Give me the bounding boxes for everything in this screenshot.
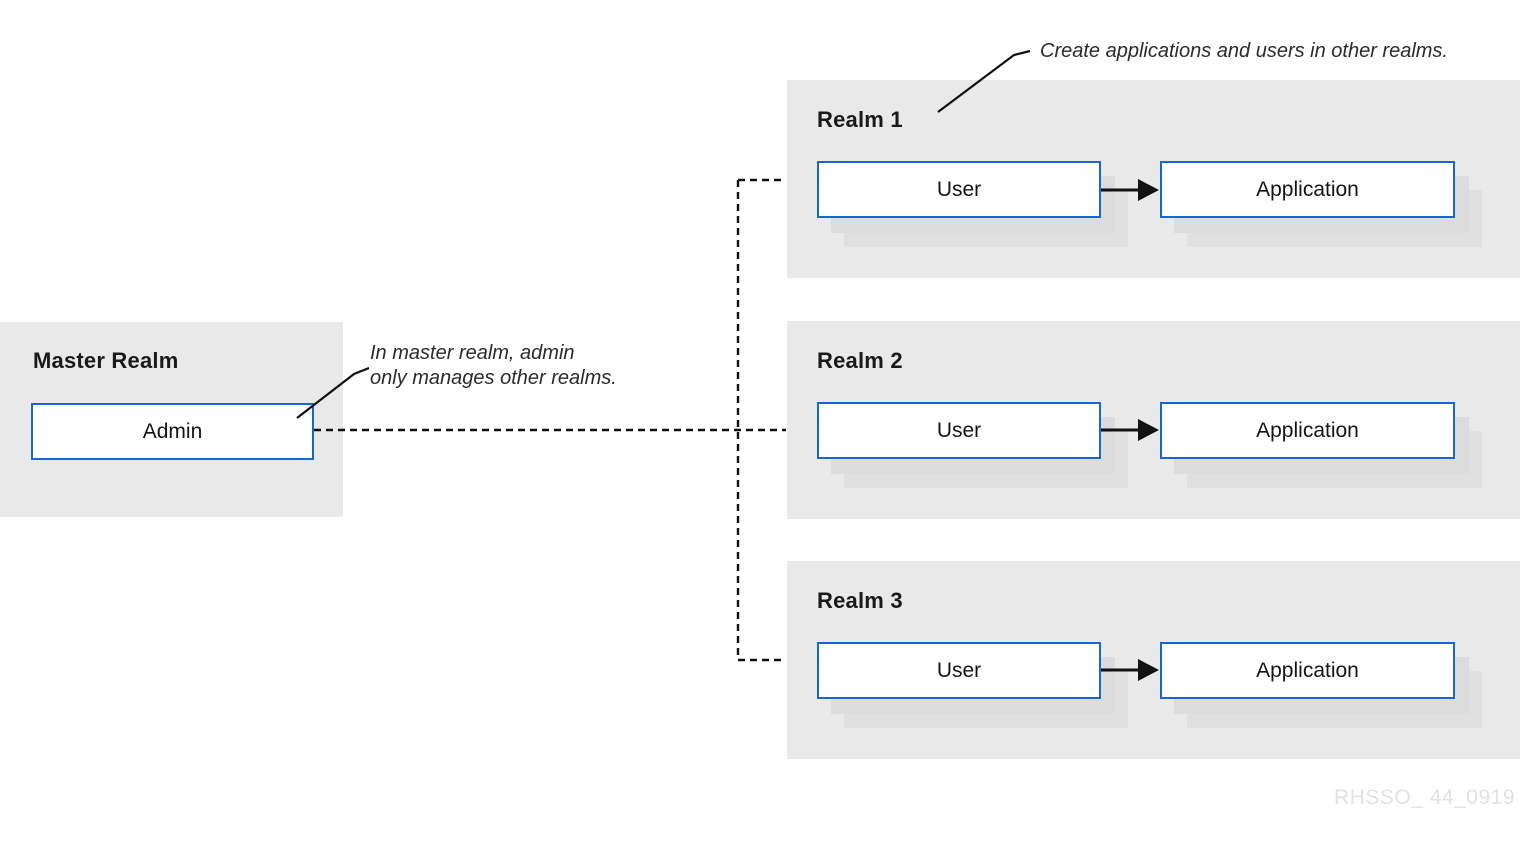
application-box-label: Application — [1256, 418, 1359, 442]
realm-1-user-box: User — [817, 161, 1101, 218]
dashed-connector-lines — [314, 178, 786, 662]
realm-2-panel: Realm 2 User Application — [787, 321, 1520, 519]
realm-2-title: Realm 2 — [817, 348, 903, 373]
master-annotation-line2: only manages other realms. — [370, 367, 617, 389]
realm-2-user-box: User — [817, 402, 1101, 459]
realm-1-title: Realm 1 — [817, 107, 903, 132]
realm-2-application-box: Application — [1160, 402, 1455, 459]
realm-1-application-box: Application — [1160, 161, 1455, 218]
admin-box: Admin — [31, 403, 314, 460]
realm-3-application-box: Application — [1160, 642, 1455, 699]
realm-3-panel: Realm 3 User Application — [787, 561, 1520, 759]
admin-box-label: Admin — [142, 419, 203, 443]
realm-1-panel: Realm 1 User Application — [787, 80, 1520, 278]
user-box-label: User — [936, 418, 982, 442]
master-realm-title: Master Realm — [33, 348, 179, 373]
watermark-label: RHSSO_ 44_0919 — [1334, 786, 1515, 809]
master-annotation-line1: In master realm, admin — [370, 342, 575, 364]
application-box-label: Application — [1256, 658, 1359, 682]
user-box-label: User — [936, 658, 982, 682]
realm-3-title: Realm 3 — [817, 588, 903, 613]
realm-3-user-box: User — [817, 642, 1101, 699]
top-annotation: Create applications and users in other r… — [1040, 40, 1448, 62]
master-annotation: In master realm, admin only manages othe… — [370, 341, 617, 391]
master-realm-panel: Master Realm Admin — [0, 322, 343, 517]
user-box-label: User — [936, 177, 982, 201]
application-box-label: Application — [1256, 177, 1359, 201]
